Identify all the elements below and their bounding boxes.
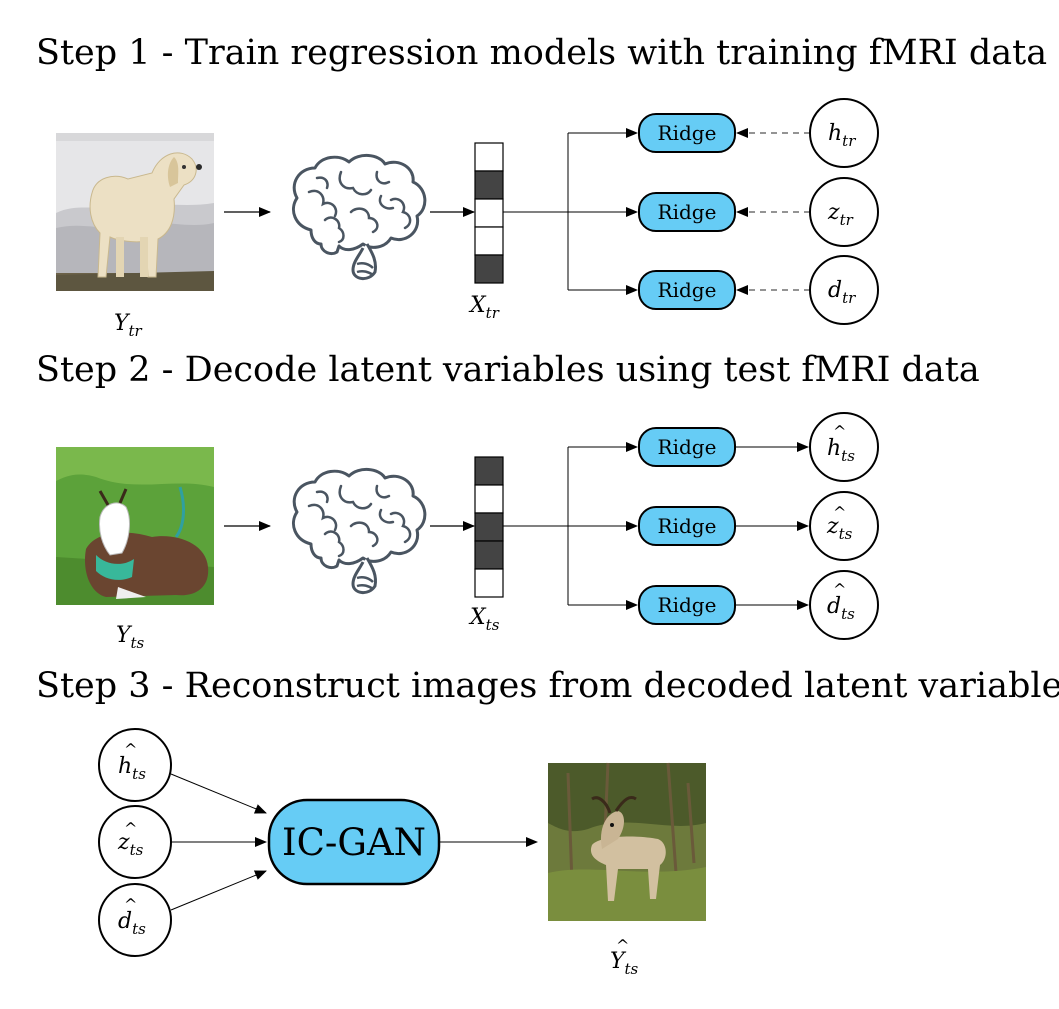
svg-text:^: ^: [833, 580, 846, 599]
step3-input-z-hat: ^ zts: [98, 805, 172, 879]
voxel-cell: [474, 226, 504, 256]
step1-target-connectors: [736, 128, 810, 295]
step1-brain-icon: [291, 153, 427, 281]
svg-text:zts: zts: [826, 514, 853, 543]
step3-reconstructed-image: [546, 761, 708, 923]
step2-latent-z-hat: ^ zts: [809, 491, 879, 561]
ridge-label: Ridge: [658, 121, 717, 145]
step2-latent-d-hat: ^ dts: [809, 570, 879, 640]
step2-ridge-z: Ridge: [638, 506, 736, 546]
voxel-cell: [474, 254, 504, 284]
step1-branch-connectors: [503, 128, 638, 295]
step3-input-d-hat: ^ dts: [98, 883, 172, 957]
voxel-cell: [474, 456, 504, 486]
step3-output-label: ^ Yts: [610, 936, 639, 978]
svg-text:htr: htr: [828, 121, 856, 150]
svg-text:dts: dts: [827, 594, 855, 623]
step2-voxel-vector: [474, 456, 504, 598]
icgan-generator: IC-GAN: [267, 798, 441, 886]
step2-ridge-h: Ridge: [638, 427, 736, 467]
ridge-label: Ridge: [658, 593, 717, 617]
ridge-label: Ridge: [658, 278, 717, 302]
svg-text:hts: hts: [827, 436, 855, 465]
step2-branch-connectors: [503, 442, 638, 610]
svg-text:dtr: dtr: [828, 278, 856, 307]
voxel-cell: [474, 540, 504, 570]
step1-image-label: Ytr: [114, 311, 143, 340]
step1-voxel-label: Xtr: [468, 293, 500, 322]
svg-text:hts: hts: [118, 754, 146, 783]
step1-ridge-z: Ridge: [638, 192, 736, 232]
step2-latent-h-hat: ^ hts: [809, 412, 879, 482]
step2-title: Step 2 - Decode latent variables using t…: [36, 350, 980, 390]
step1-stimulus-image: [55, 132, 215, 292]
svg-text:ztr: ztr: [827, 200, 854, 229]
step2-brain-icon: [291, 467, 427, 595]
step3-input-connectors: [170, 773, 267, 911]
step1-ridge-d: Ridge: [638, 270, 736, 310]
svg-text:Yts: Yts: [610, 949, 639, 978]
step1-voxel-vector: [474, 142, 504, 284]
ridge-label: Ridge: [658, 200, 717, 224]
ridge-label: Ridge: [658, 435, 717, 459]
icgan-label: IC-GAN: [282, 821, 426, 864]
step2-output-connectors: [735, 442, 809, 610]
ridge-label: Ridge: [658, 514, 717, 538]
step2-ridge-d: Ridge: [638, 585, 736, 625]
svg-text:^: ^: [833, 503, 846, 522]
voxel-cell: [474, 568, 504, 598]
voxel-cell: [474, 484, 504, 514]
svg-text:^: ^: [124, 740, 137, 759]
step1-latent-z: ztr: [809, 177, 879, 247]
svg-text:^: ^: [616, 936, 629, 955]
step2-stimulus-image: [54, 445, 216, 607]
step3-title: Step 3 - Reconstruct images from decoded…: [36, 666, 1059, 706]
step2-voxel-label: Xts: [468, 605, 500, 634]
voxel-cell: [474, 142, 504, 172]
svg-text:dts: dts: [118, 909, 146, 938]
svg-text:zts: zts: [117, 830, 144, 859]
svg-text:^: ^: [124, 819, 137, 838]
step1-title: Step 1 - Train regression models with tr…: [36, 33, 1047, 73]
step1-ridge-h: Ridge: [638, 113, 736, 153]
step2-image-label: Yts: [116, 623, 145, 652]
voxel-cell: [474, 512, 504, 542]
step1-latent-d: dtr: [809, 255, 879, 325]
step1-latent-h: htr: [809, 98, 879, 168]
svg-text:^: ^: [833, 422, 846, 441]
svg-text:^: ^: [124, 895, 137, 914]
voxel-cell: [474, 170, 504, 200]
step3-input-h-hat: ^ hts: [98, 728, 172, 802]
voxel-cell: [474, 198, 504, 228]
